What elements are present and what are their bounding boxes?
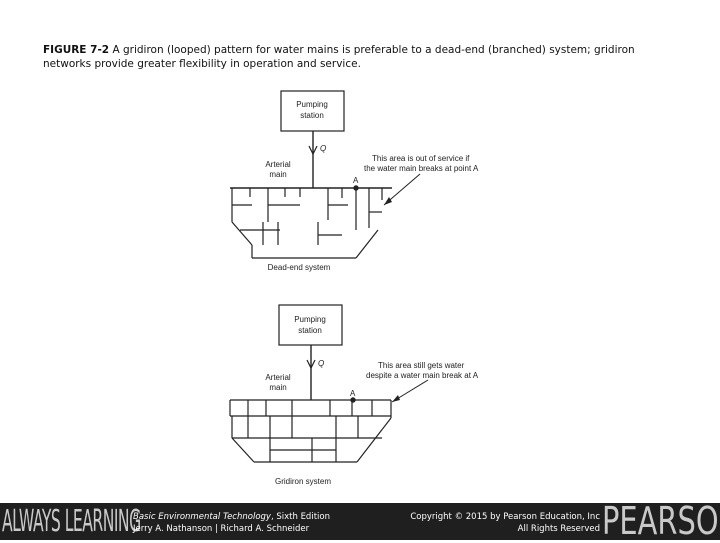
book-title: Basic Environmental Technology xyxy=(133,512,271,522)
flow-label: Q xyxy=(318,359,324,368)
footer-bar: ALWAYS LEARNING Basic Environmental Tech… xyxy=(0,499,720,543)
dead-end-diagram xyxy=(230,90,421,259)
pumping-station-label-2: station xyxy=(298,326,322,335)
copyright-text: Copyright © 2015 by Pearson Education, I… xyxy=(410,512,600,522)
arterial-main-label-2: main xyxy=(269,170,286,179)
arterial-main-label-1: Arterial xyxy=(265,373,291,382)
pumping-station-box xyxy=(278,304,343,346)
caption-label: FIGURE 7-2 xyxy=(43,44,110,56)
callout-note-1: This area is out of service if xyxy=(372,154,470,163)
pumping-station-label-2: station xyxy=(300,111,324,120)
rights-text: All Rights Reserved xyxy=(517,524,600,534)
flow-label: Q xyxy=(320,144,326,153)
always-learning-logo: ALWAYS LEARNING xyxy=(2,504,141,539)
dead-end-system-label: Dead-end system xyxy=(268,263,331,272)
arterial-main-label-1: Arterial xyxy=(265,160,291,169)
copyright-notice: Copyright © 2015 by Pearson Education, I… xyxy=(380,511,600,535)
point-a-label: A xyxy=(353,176,359,185)
point-a-marker xyxy=(350,397,356,403)
point-a-marker xyxy=(353,185,359,191)
gridiron-diagram xyxy=(229,304,429,463)
point-a-label: A xyxy=(350,389,356,398)
flow-arrow-icon xyxy=(308,145,318,156)
caption-text: A gridiron (looped) pattern for water ma… xyxy=(43,44,635,70)
dead-end-branches xyxy=(231,188,383,259)
callout-note-2: despite a water main break at A xyxy=(366,371,479,380)
callout-note-2: the water main breaks at point A xyxy=(364,164,479,173)
book-edition: , Sixth Edition xyxy=(270,512,330,522)
book-authors: Jerry A. Nathanson | Richard A. Schneide… xyxy=(133,524,310,534)
gridiron-network xyxy=(229,399,392,463)
pumping-station-label-1: Pumping xyxy=(294,315,326,324)
callout-note-1: This area still gets water xyxy=(378,361,465,370)
arterial-main-label-2: main xyxy=(269,383,286,392)
pumping-station-label-1: Pumping xyxy=(296,100,328,109)
figure-caption: FIGURE 7-2 A gridiron (looped) pattern f… xyxy=(43,43,683,71)
gridiron-system-label: Gridiron system xyxy=(275,477,331,486)
flow-arrow-icon xyxy=(306,359,316,370)
pearson-logo: PEARSON xyxy=(602,499,720,543)
water-main-figure: Pumping station Q Arterial main A This a… xyxy=(229,90,479,486)
book-credit: Basic Environmental Technology, Sixth Ed… xyxy=(133,511,330,535)
